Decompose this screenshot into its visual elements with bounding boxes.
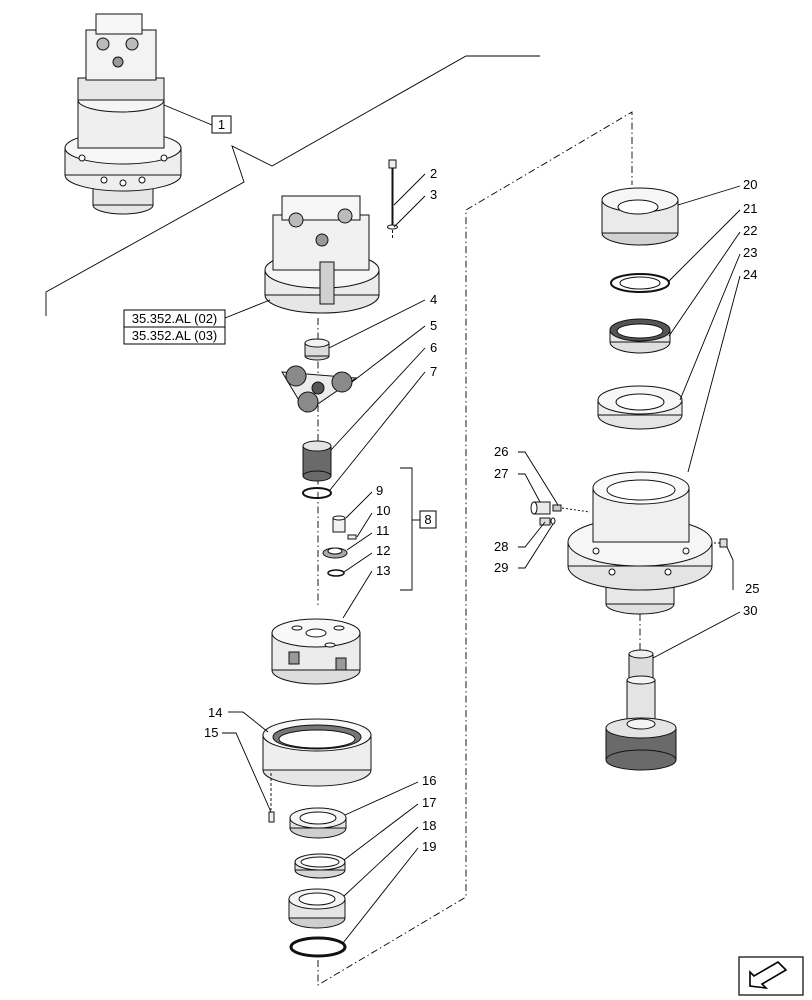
callout-23: 23 (743, 245, 757, 260)
callout-8: 8 (424, 512, 431, 527)
callout-25: 25 (745, 581, 759, 596)
callout-4: 4 (430, 292, 437, 307)
callout-12: 12 (376, 543, 390, 558)
swing-motor-illustration (264, 195, 380, 314)
callout-20: 20 (743, 177, 757, 192)
callout-30: 30 (743, 603, 757, 618)
callout-18: 18 (422, 818, 436, 833)
callout-29: 29 (494, 560, 508, 575)
callout-2: 2 (430, 166, 437, 181)
callout-14: 14 (208, 705, 222, 720)
callout-11: 11 (376, 523, 390, 538)
callout-10: 10 (376, 503, 390, 518)
callout-6: 6 (430, 340, 437, 355)
reference-link-03[interactable]: 35.352.AL (03) (132, 328, 218, 343)
callout-26: 26 (494, 444, 508, 459)
callout-1: 1 (218, 117, 225, 132)
reference-link-02[interactable]: 35.352.AL (02) (132, 311, 218, 326)
callout-21: 21 (743, 201, 757, 216)
arrow-icon[interactable] (738, 956, 804, 996)
callout-24: 24 (743, 267, 757, 282)
callout-17: 17 (422, 795, 436, 810)
callout-27: 27 (494, 466, 508, 481)
callout-5: 5 (430, 318, 437, 333)
callout-3: 3 (430, 187, 437, 202)
callout-7: 7 (430, 364, 437, 379)
callout-16: 16 (422, 773, 436, 788)
callout-9: 9 (376, 483, 383, 498)
assembly-overview-illustration (64, 13, 182, 215)
callout-28: 28 (494, 539, 508, 554)
callout-22: 22 (743, 223, 757, 238)
callout-13: 13 (376, 563, 390, 578)
callout-19: 19 (422, 839, 436, 854)
callout-15: 15 (204, 725, 218, 740)
